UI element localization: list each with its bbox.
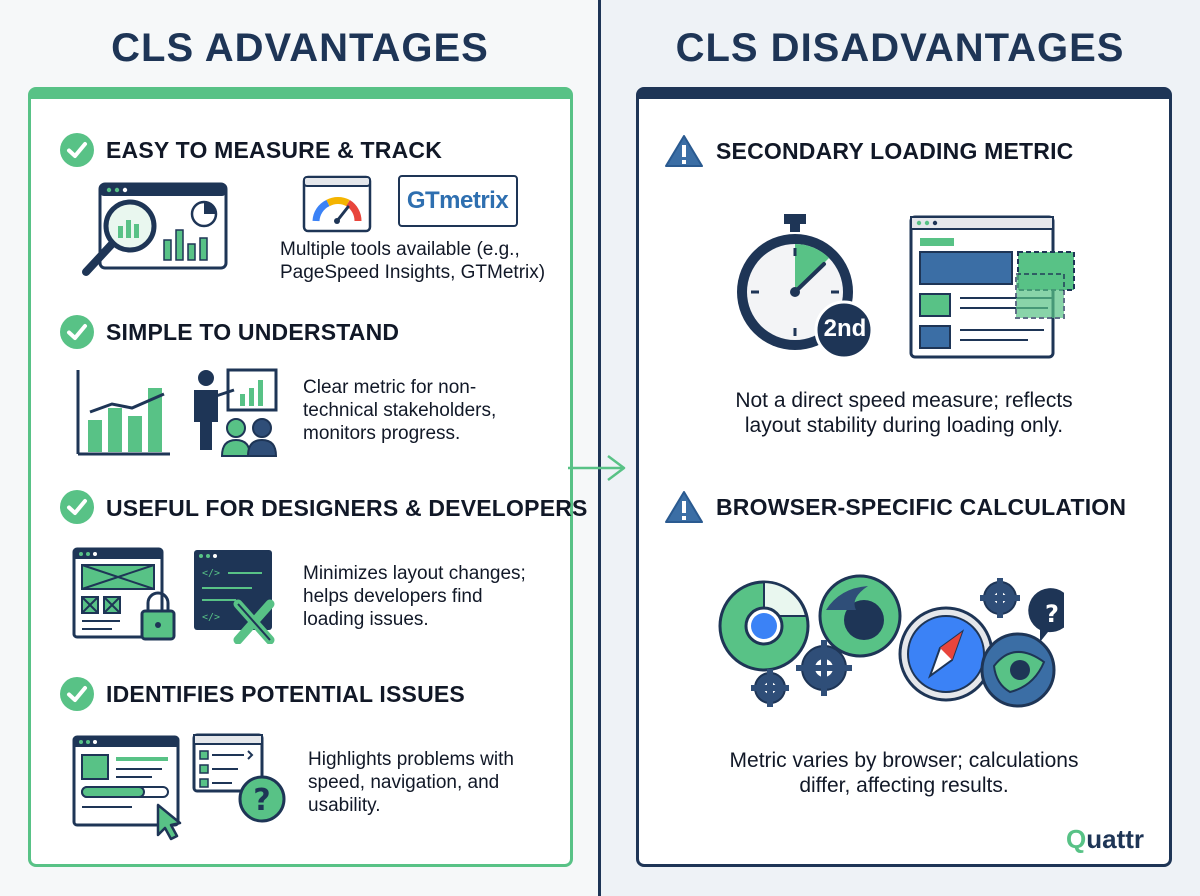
checklist-question-icon: ? <box>192 733 286 823</box>
check-icon <box>60 133 94 167</box>
wireframe-lock-icon <box>72 547 176 641</box>
description-secondary: Not a direct speed measure; reflects lay… <box>636 388 1172 438</box>
check-icon <box>60 490 94 524</box>
center-divider <box>598 0 601 896</box>
warning-icon <box>665 491 703 523</box>
bar-chart-icon <box>76 370 170 456</box>
description-measure: Multiple tools available (e.g., PageSpee… <box>280 239 546 283</box>
svg-text:</>: </> <box>202 612 220 623</box>
description-browser-text: Metric varies by browser; calculations d… <box>729 749 1079 797</box>
section-title-secondary: SECONDARY LOADING METRIC <box>716 138 1074 164</box>
presentation-icon <box>194 368 278 457</box>
check-icon <box>60 315 94 349</box>
disadvantages-heading: CLS DISADVANTAGES <box>675 26 1125 70</box>
shifting-layout-icon <box>909 215 1075 359</box>
section-title-browser: BROWSER-SPECIFIC CALCULATION <box>716 494 1127 520</box>
pagespeed-gauge-icon <box>302 175 372 233</box>
stopwatch-icon <box>737 214 874 360</box>
disadvantages-panel <box>636 87 1172 867</box>
description-designers: Minimizes layout changes; helps develope… <box>303 563 526 630</box>
svg-text:?: ? <box>253 783 270 818</box>
section-title-measure: EASY TO MEASURE & TRACK <box>106 137 443 163</box>
section-title-understand: SIMPLE TO UNDERSTAND <box>106 319 400 345</box>
description-browser: Metric varies by browser; calculations d… <box>636 748 1172 798</box>
web-page-cursor-icon <box>72 735 182 841</box>
advantages-heading: CLS ADVANTAGES <box>111 26 489 70</box>
analytics-dashboard-icon <box>82 182 228 276</box>
section-title-designers: USEFUL FOR DESIGNERS & DEVELOPERS <box>106 495 588 521</box>
gtmetrix-logo-box: GTmetrix <box>398 175 518 227</box>
code-wrench-icon: </> </> <box>194 550 275 644</box>
svg-text:?: ? <box>1045 600 1059 628</box>
svg-text:</>: </> <box>202 568 220 579</box>
browsers-gears-icon: ? <box>718 574 1064 708</box>
gtmetrix-label: GTmetrix <box>406 187 509 214</box>
description-secondary-text: Not a direct speed measure; reflects lay… <box>735 389 1073 437</box>
warning-icon <box>665 135 703 167</box>
description-issues: Highlights problems with speed, navigati… <box>308 749 514 816</box>
second-place-badge: 2nd <box>823 315 867 342</box>
check-icon <box>60 677 94 711</box>
arrow-right-icon <box>568 455 626 481</box>
description-understand: Clear metric for non-technical stakehold… <box>303 377 497 444</box>
quattr-logo: Quattr <box>1066 824 1145 854</box>
section-title-issues: IDENTIFIES POTENTIAL ISSUES <box>106 681 465 707</box>
